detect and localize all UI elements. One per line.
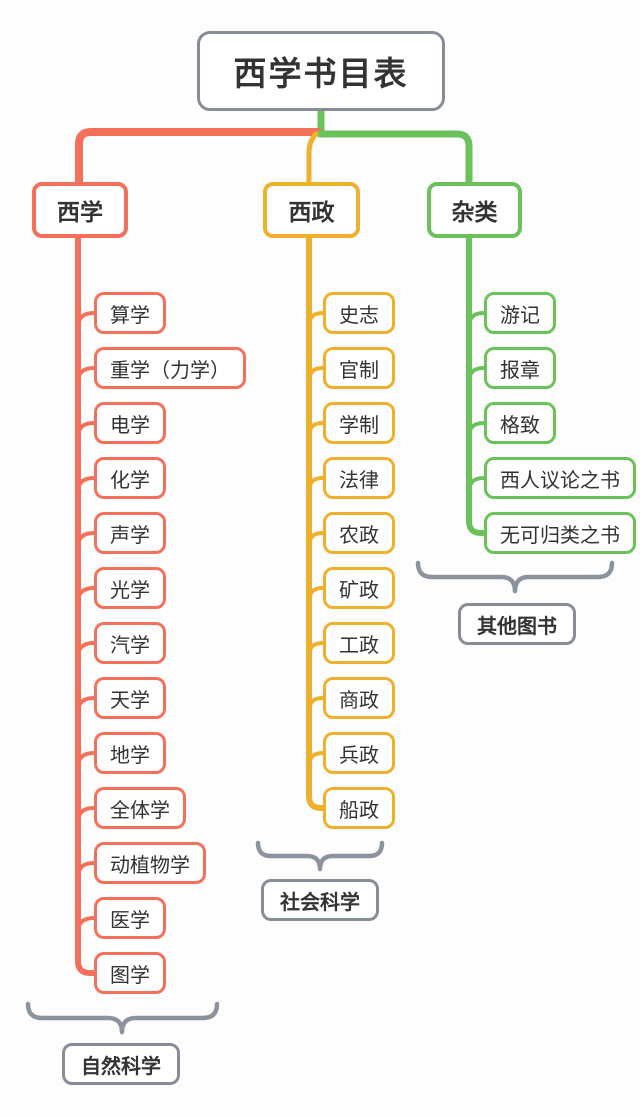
node-huaxue: 化学 [94, 457, 166, 499]
node-xiren-yilun: 西人议论之书 [484, 457, 636, 499]
green-trunk [466, 235, 487, 536]
node-shengxue: 声学 [94, 512, 166, 554]
node-gezhi: 格致 [484, 402, 556, 444]
red-child-stubs [76, 311, 96, 932]
node-chuanzheng: 船政 [323, 787, 395, 829]
node-nongzheng: 农政 [323, 512, 395, 554]
red-branch-connector [75, 128, 322, 186]
node-qixue: 汽学 [94, 622, 166, 664]
yellow-branch-connector [306, 131, 319, 185]
node-bingzheng: 兵政 [323, 732, 395, 774]
node-dianxue: 电学 [94, 402, 166, 444]
branch-western-politics: 西政 [263, 182, 360, 238]
node-shizhi: 史志 [323, 292, 395, 334]
right-brace [415, 560, 615, 594]
node-xuezhi: 学制 [323, 402, 395, 444]
node-tuxue: 图学 [94, 952, 166, 994]
root-title: 西学书目表 [197, 31, 445, 111]
branch-western-learning: 西学 [32, 182, 128, 238]
red-trunk [75, 235, 97, 976]
node-tianxue: 天学 [94, 677, 166, 719]
green-branch-connector [316, 130, 473, 186]
node-quantixue: 全体学 [94, 787, 186, 829]
node-falv: 法律 [323, 457, 395, 499]
node-suanxue: 算学 [94, 292, 166, 334]
category-social-science: 社会科学 [261, 879, 379, 921]
node-shangzheng: 商政 [323, 677, 395, 719]
category-other-books: 其他图书 [458, 603, 576, 645]
node-yixue: 医学 [94, 897, 166, 939]
node-gongzheng: 工政 [323, 622, 395, 664]
node-baozhang: 报章 [484, 347, 556, 389]
branch-miscellaneous: 杂类 [427, 182, 522, 238]
node-youji: 游记 [484, 292, 556, 334]
yellow-child-stubs [307, 311, 325, 767]
node-dongzhiwuxue: 动植物学 [94, 842, 206, 884]
node-wukeguilei: 无可归类之书 [484, 512, 636, 554]
node-guangxue: 光学 [94, 567, 166, 609]
node-zhongxue: 重学（力学） [94, 347, 246, 389]
node-guanzhi: 官制 [323, 347, 395, 389]
middle-brace [255, 840, 385, 872]
node-kuangzheng: 矿政 [323, 567, 395, 609]
category-natural-science: 自然科学 [62, 1043, 180, 1085]
node-dixue: 地学 [94, 732, 166, 774]
left-brace [25, 1001, 220, 1035]
green-child-stubs [467, 311, 486, 492]
yellow-trunk [306, 235, 326, 811]
